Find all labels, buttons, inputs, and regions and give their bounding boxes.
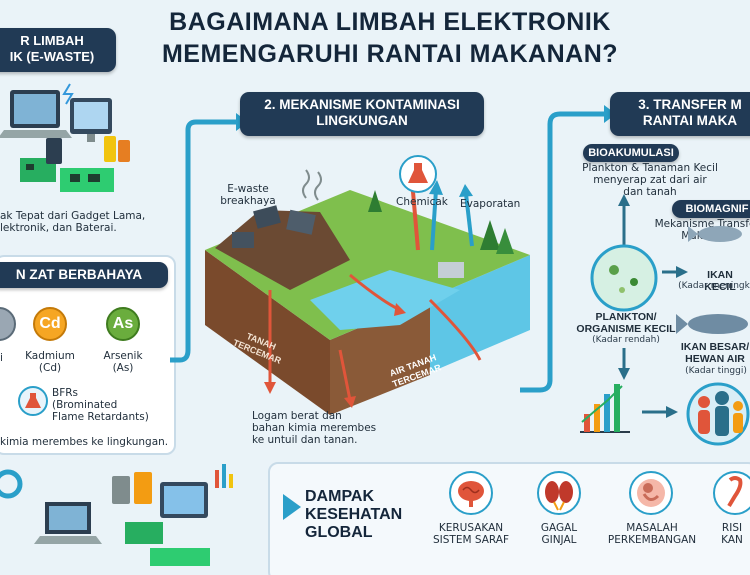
impact-nerve-label: KERUSAKAN SISTEM SARAF <box>432 522 509 546</box>
cadmium-label: Kadmium (Cd) <box>25 350 75 374</box>
biomagnification-header: BIOMAGNIF <box>672 200 750 218</box>
section2-caption: Logam berat dan bahan kimia merembes ke … <box>252 410 377 446</box>
small-fish-label: IKAN KECIL <box>704 269 736 293</box>
impact-kidney-label: GAGAL GINJAL <box>540 522 578 546</box>
brain-icon <box>449 471 493 515</box>
kidney-icon <box>537 471 581 515</box>
arsenic-icon: As <box>106 307 140 341</box>
bfr-label: BFRs (Brominated Flame Retardants) <box>52 387 149 423</box>
play-arrow-icon <box>283 494 301 520</box>
ribbon-icon <box>713 471 750 515</box>
hazard-header: N ZAT BERBAHAYA <box>0 262 168 288</box>
chemical-flask-icon <box>399 155 437 193</box>
plankton-label: PLANKTON/ ORGANISME KECIL <box>576 311 676 335</box>
big-fish-sublabel: (Kadar tinggi) <box>685 366 747 376</box>
ewaste-label: E-waste breakhaya <box>220 183 276 207</box>
foodchain-diagram <box>580 194 750 446</box>
big-fish-label: IKAN BESAR/ HEWAN AIR <box>680 341 750 365</box>
page-title: BAGAIMANA LIMBAH ELEKTRONIK MEMENGARUHI … <box>161 8 619 68</box>
bioaccumulation-header: BIOAKUMULASI <box>583 144 679 162</box>
health-impact-header: DAMPAK KESEHATAN GLOBAL <box>305 488 403 541</box>
section3-header: 3. TRANSFER M RANTAI MAKA <box>610 92 750 136</box>
fetus-icon <box>629 471 673 515</box>
bioaccumulation-text: Plankton & Tanaman Kecil menyerap zat da… <box>582 162 718 198</box>
evaporation-label: Evaporatan <box>460 198 521 210</box>
contamination-diagram <box>205 169 530 415</box>
small-fish-sublabel: (Kadar meningk <box>678 281 750 291</box>
health-impact-panel <box>268 462 750 575</box>
section2-header: 2. MEKANISME KONTAMINASI LINGKUNGAN <box>240 92 484 136</box>
hazard-panel <box>0 255 176 455</box>
plankton-sublabel: (Kadar rendah) <box>592 335 660 345</box>
cadmium-icon: Cd <box>33 307 67 341</box>
section1-description: ak Tepat dari Gadget Lama, lektronik, da… <box>0 210 146 234</box>
impact-cancer-label: RISI KAN <box>721 522 743 546</box>
chemical-label: Chemicak <box>396 196 448 208</box>
flask-icon <box>18 386 48 416</box>
devices-illustration <box>0 464 233 566</box>
hazard-bottom-text: kimia merembes ke lingkungan. <box>0 436 169 448</box>
impact-development-label: MASALAH PERKEMBANGAN <box>607 522 697 546</box>
lead-fragment-label: i <box>0 352 3 364</box>
arsenic-label: Arsenik (As) <box>103 350 143 374</box>
ewaste-illustration <box>0 83 130 192</box>
section1-header: R LIMBAH IK (E-WASTE) <box>0 28 116 72</box>
